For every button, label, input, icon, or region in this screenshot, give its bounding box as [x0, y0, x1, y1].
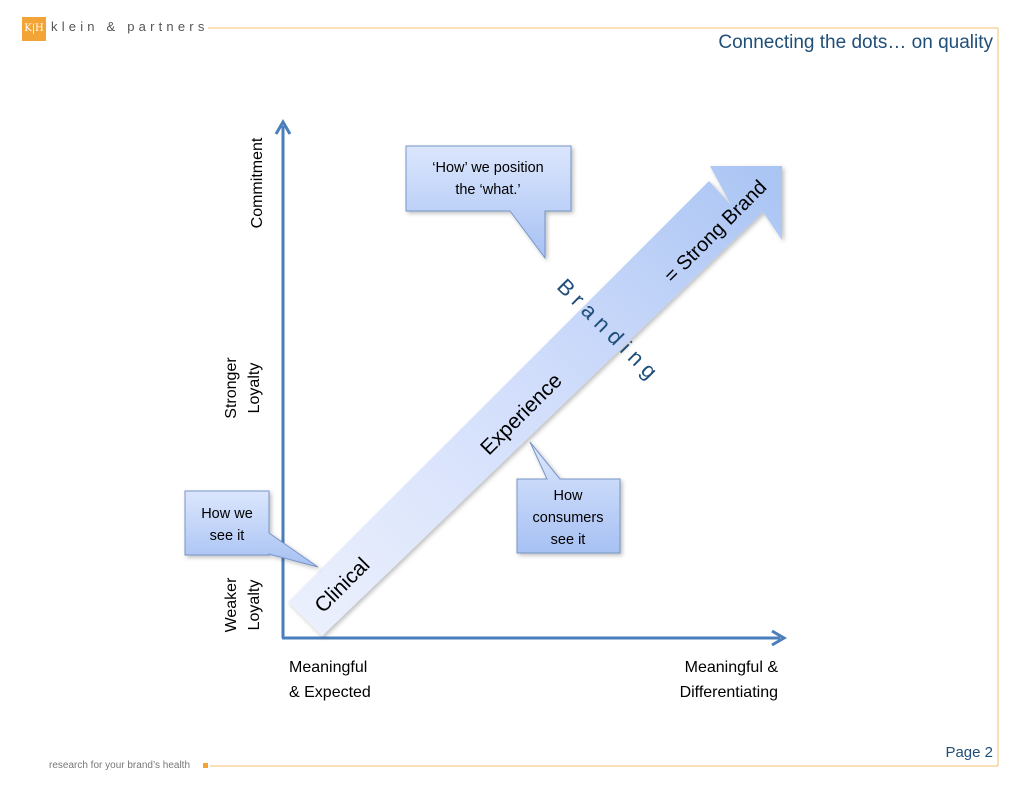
x-label-right-line1: Meaningful &	[685, 659, 779, 676]
y-label-weaker-loyalty: Loyalty	[246, 580, 263, 631]
logo-text: K|H	[24, 23, 44, 34]
callout-how-we-see-it	[184, 490, 319, 568]
x-axis-arrowhead	[771, 629, 787, 647]
page-number: Page 2	[945, 744, 993, 761]
callout-how-we-line2: see it	[210, 528, 245, 544]
company-logo: K|H	[22, 17, 46, 41]
callout-consumers-line2: consumers	[533, 510, 604, 526]
callout-position-line1: ‘How’ we position	[432, 160, 543, 176]
x-label-left-line1: Meaningful	[289, 659, 367, 676]
footer-tagline: research for your brand’s health	[49, 760, 191, 771]
y-label-stronger-loyalty: Loyalty	[246, 363, 263, 414]
page-title: Connecting the dots… on quality	[718, 32, 993, 53]
footer-bullet	[203, 763, 208, 768]
callout-position-line2: the ‘what.’	[455, 182, 520, 198]
y-label-commitment: Commitment	[249, 137, 266, 228]
x-label-left-line2: & Expected	[289, 684, 371, 701]
callout-position	[405, 145, 572, 260]
callout-consumers-line3: see it	[551, 532, 586, 548]
quality-arrow	[288, 166, 782, 636]
callout-consumers-line1: How	[553, 488, 583, 504]
y-axis-arrowhead	[274, 119, 292, 135]
y-label-weaker: Weaker	[223, 577, 240, 633]
callout-how-we-line1: How we	[201, 506, 253, 522]
callout-consumers-see-it	[516, 441, 621, 554]
brand-name: klein & partners	[51, 19, 209, 34]
x-label-right-line2: Differentiating	[680, 684, 778, 701]
y-label-stronger: Stronger	[223, 357, 240, 419]
